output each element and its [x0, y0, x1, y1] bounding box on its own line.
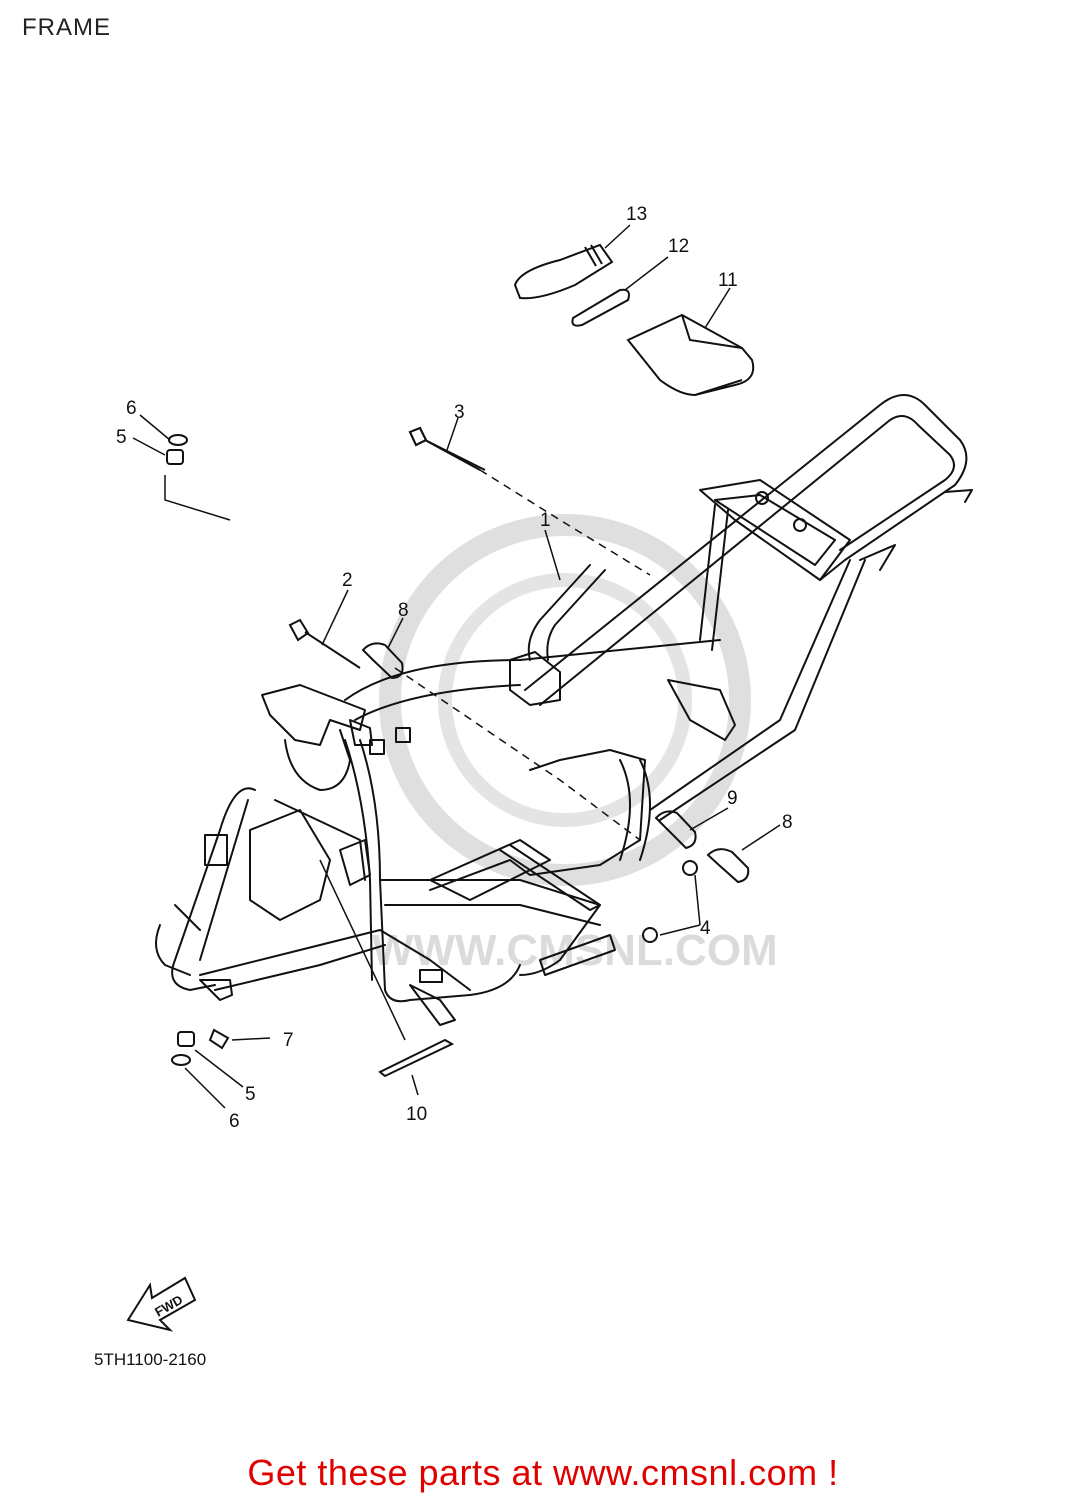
part-4-nut-lower — [642, 927, 658, 943]
callout-4: 4 — [700, 918, 711, 939]
page-title: FRAME — [22, 14, 111, 41]
cta-link[interactable]: www.cmsnl.com — [553, 1452, 818, 1493]
callout-6-lower: 6 — [229, 1111, 240, 1132]
part-4-nut — [682, 860, 698, 876]
callout-3: 3 — [454, 402, 465, 423]
callout-2: 2 — [342, 570, 353, 591]
callout-7: 7 — [283, 1030, 294, 1051]
main-frame — [344, 639, 721, 721]
part-9-collar — [654, 810, 697, 850]
rear-rack — [524, 394, 968, 706]
watermark-text: WWW.CMSNL.COM — [372, 926, 778, 975]
part-8-collar — [361, 642, 404, 680]
callouts: 13 12 11 1 2 8 3 9 8 4 6 5 7 5 6 10 — [116, 204, 793, 1132]
callout-8-rear: 8 — [782, 812, 793, 833]
callout-10: 10 — [406, 1104, 427, 1125]
callout-8: 8 — [398, 600, 409, 621]
part-8-collar-rear — [706, 848, 750, 884]
part-2-bolt — [288, 618, 361, 669]
watermark: WWW.CMSNL.COM — [372, 514, 778, 975]
callout-1: 1 — [540, 510, 551, 531]
callout-5-upper: 5 — [116, 427, 127, 448]
cta-banner: Get these parts at www.cmsnl.com ! — [0, 1452, 1086, 1494]
part-10-strip — [378, 1038, 455, 1078]
callout-11: 11 — [718, 270, 738, 291]
callout-6-upper: 6 — [126, 398, 137, 419]
part-12-band — [571, 288, 630, 327]
cta-prefix: Get these parts at — [247, 1452, 554, 1493]
callout-13: 13 — [626, 204, 647, 225]
part-11-pouch — [626, 313, 755, 397]
diagram-code: 5TH1100-2160 — [94, 1350, 207, 1369]
callout-5-lower: 5 — [245, 1084, 256, 1105]
part-13-tag — [513, 243, 614, 300]
cta-suffix: ! — [817, 1452, 839, 1493]
callout-12: 12 — [668, 236, 689, 257]
fwd-arrow-icon: FWD — [126, 1276, 197, 1332]
callout-9: 9 — [727, 788, 738, 809]
